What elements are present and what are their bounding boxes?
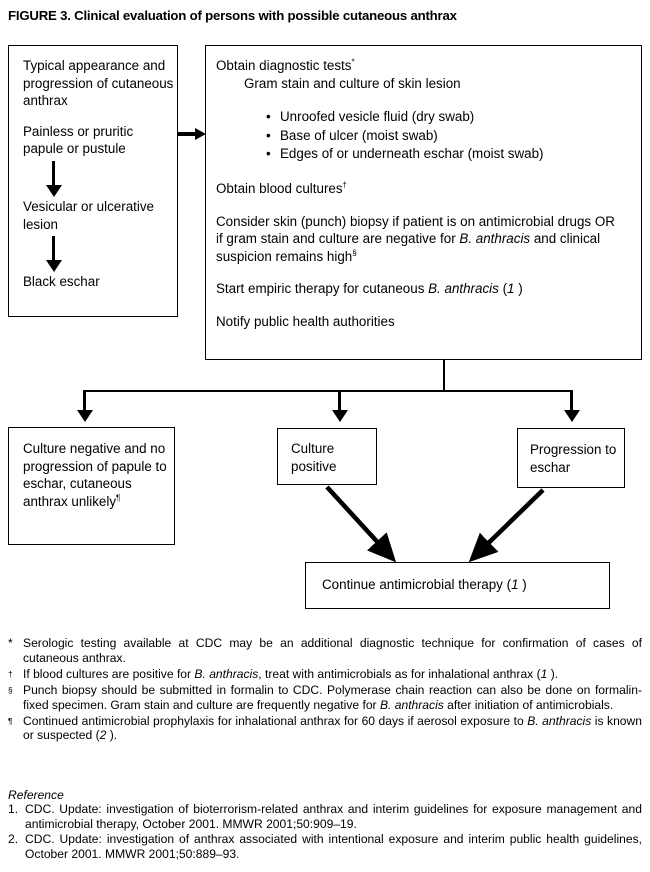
progression-to-eschar-box: Progression to eschar: [517, 428, 625, 488]
footnotes-section: * Serologic testing available at CDC may …: [8, 636, 642, 744]
empiric-text-1: Start empiric therapy for cutaneous: [216, 281, 429, 297]
blood-cultures-text: Obtain blood cultures: [216, 180, 343, 196]
empiric-organism-name: B. anthracis: [428, 281, 499, 297]
footnote-organism-name: B. anthracis: [379, 697, 444, 712]
culture-negative-box: Culture negative and no progression of p…: [8, 427, 175, 545]
footnote-dagger: † If blood cultures are positive for B. a…: [8, 667, 642, 682]
start-empiric-therapy-line: Start empiric therapy for cutaneous B. a…: [216, 280, 641, 298]
culture-negative-text: Culture negative and no progression of p…: [9, 428, 174, 510]
reference-number: 1.: [8, 802, 19, 816]
footnote-reference-number: 1: [540, 666, 548, 681]
footnote-text-2: , treat with antimicrobials as for inhal…: [258, 666, 541, 681]
footnote-organism-name: B. anthracis: [194, 666, 259, 681]
list-item: Base of ulcer (moist swab): [266, 127, 641, 146]
footnote-text-2: after initiation of antimicrobials.: [443, 697, 614, 712]
footnote-section: § Punch biopsy should be submitted in for…: [8, 683, 642, 713]
continue-label-end: ): [518, 577, 527, 592]
empiric-text-2: (: [498, 281, 508, 297]
reference-number: 2.: [8, 831, 19, 846]
footnote-marker-pilcrow: ¶: [116, 493, 121, 503]
branch-connector-bus: [0, 360, 650, 430]
footnote-reference-number: 2: [99, 728, 107, 743]
culture-negative-label: Culture negative and no progression of p…: [23, 441, 167, 509]
footnote-marker: *: [8, 636, 13, 650]
culture-positive-label: Culture positive: [291, 441, 337, 474]
footnote-pilcrow: ¶ Continued antimicrobial prophylaxis for…: [8, 714, 642, 744]
clinical-stage-2: Vesicular or ulcerative lesion: [23, 198, 154, 232]
reference-text: CDC. Update: investigation of bioterrori…: [25, 802, 642, 831]
arrow-progression-to-continue: [468, 488, 545, 563]
reference-list: 1. CDC. Update: investigation of bioterro…: [8, 802, 642, 862]
continue-reference-number: 1: [511, 577, 519, 592]
footnote-marker: §: [8, 684, 13, 695]
footnote-marker: †: [8, 668, 13, 679]
arrow-right-icon: [178, 128, 206, 140]
page-title: FIGURE 3. Clinical evaluation of persons…: [8, 8, 457, 23]
gram-stain-line: Gram stain and culture of skin lesion: [244, 75, 461, 91]
notify-authorities-line: Notify public health authorities: [216, 313, 395, 329]
consider-biopsy-line: Consider skin (punch) biopsy if patient …: [216, 213, 616, 266]
progression-label: Progression to eschar: [530, 442, 617, 475]
footnote-marker-dagger: †: [342, 180, 347, 190]
list-item: Unroofed vesicle fluid (dry swab): [266, 108, 641, 127]
footnote-text-1: If blood cultures are positive for: [23, 666, 195, 681]
empiric-reference-number: 1: [507, 281, 515, 297]
list-item: Edges of or underneath eschar (moist swa…: [266, 145, 641, 164]
reference-item: 1. CDC. Update: investigation of bioterro…: [8, 802, 642, 832]
obtain-diagnostic-tests-line: Obtain diagnostic tests*: [216, 57, 641, 75]
footnote-organism-name: B. anthracis: [527, 713, 592, 728]
arrow-stage1-to-stage2: [23, 158, 177, 198]
spacer: [23, 110, 177, 123]
clinical-stage-3: Black eschar: [23, 274, 100, 290]
continue-therapy-box: Continue antimicrobial therapy (1 ): [305, 562, 610, 609]
reference-text: CDC. Update: investigation of anthrax as…: [25, 831, 642, 861]
diagnostic-actions-box: Obtain diagnostic tests* Gram stain and …: [205, 45, 642, 360]
biopsy-text-2: and clinical suspicion remains high: [216, 231, 601, 264]
reference-item: 2. CDC. Update: investigation of anthrax …: [8, 832, 642, 862]
clinical-stage-1: Painless or pruritic papule or pustule: [23, 123, 134, 157]
arrow-culture-positive-to-continue: [325, 485, 397, 563]
biopsy-text-1: Consider skin (punch) biopsy if patient …: [216, 213, 615, 247]
arrow-stage2-to-stage3: [23, 233, 177, 273]
biopsy-organism-name: B. anthracis: [459, 231, 531, 247]
clinical-heading: Typical appearance and progression of cu…: [23, 58, 174, 109]
footnote-text-3: ).: [547, 666, 559, 681]
footnote-marker-asterisk: *: [351, 57, 355, 67]
specimen-bullet-list: Unroofed vesicle fluid (dry swab) Base o…: [216, 108, 641, 164]
references-heading: Reference: [8, 788, 64, 802]
footnote-marker: ¶: [8, 715, 13, 726]
continue-label: Continue antimicrobial therapy (: [322, 577, 512, 592]
bus-vertical-stub: [443, 360, 445, 390]
footnote-text-1: Punch biopsy should be submitted in form…: [23, 682, 642, 712]
obtain-tests-text: Obtain diagnostic tests: [216, 58, 352, 73]
footnote-marker-section: §: [352, 248, 357, 258]
empiric-text-3: ): [514, 281, 523, 297]
footnote-text-2: is known or suspected (: [23, 713, 642, 743]
continue-therapy-text: Continue antimicrobial therapy (1 ): [306, 563, 609, 592]
footnote-text-1: Continued antimicrobial prophylaxis for …: [23, 713, 528, 728]
bus-horizontal-bar: [84, 390, 572, 392]
culture-positive-box: Culture positive: [277, 428, 377, 485]
obtain-blood-cultures-line: Obtain blood cultures†: [216, 180, 641, 198]
clinical-progression-box: Typical appearance and progression of cu…: [8, 45, 178, 317]
footnote-text: Serologic testing available at CDC may b…: [23, 636, 642, 665]
footnote-text-3: ).: [106, 728, 118, 743]
footnote-asterisk: * Serologic testing available at CDC may …: [8, 636, 642, 666]
